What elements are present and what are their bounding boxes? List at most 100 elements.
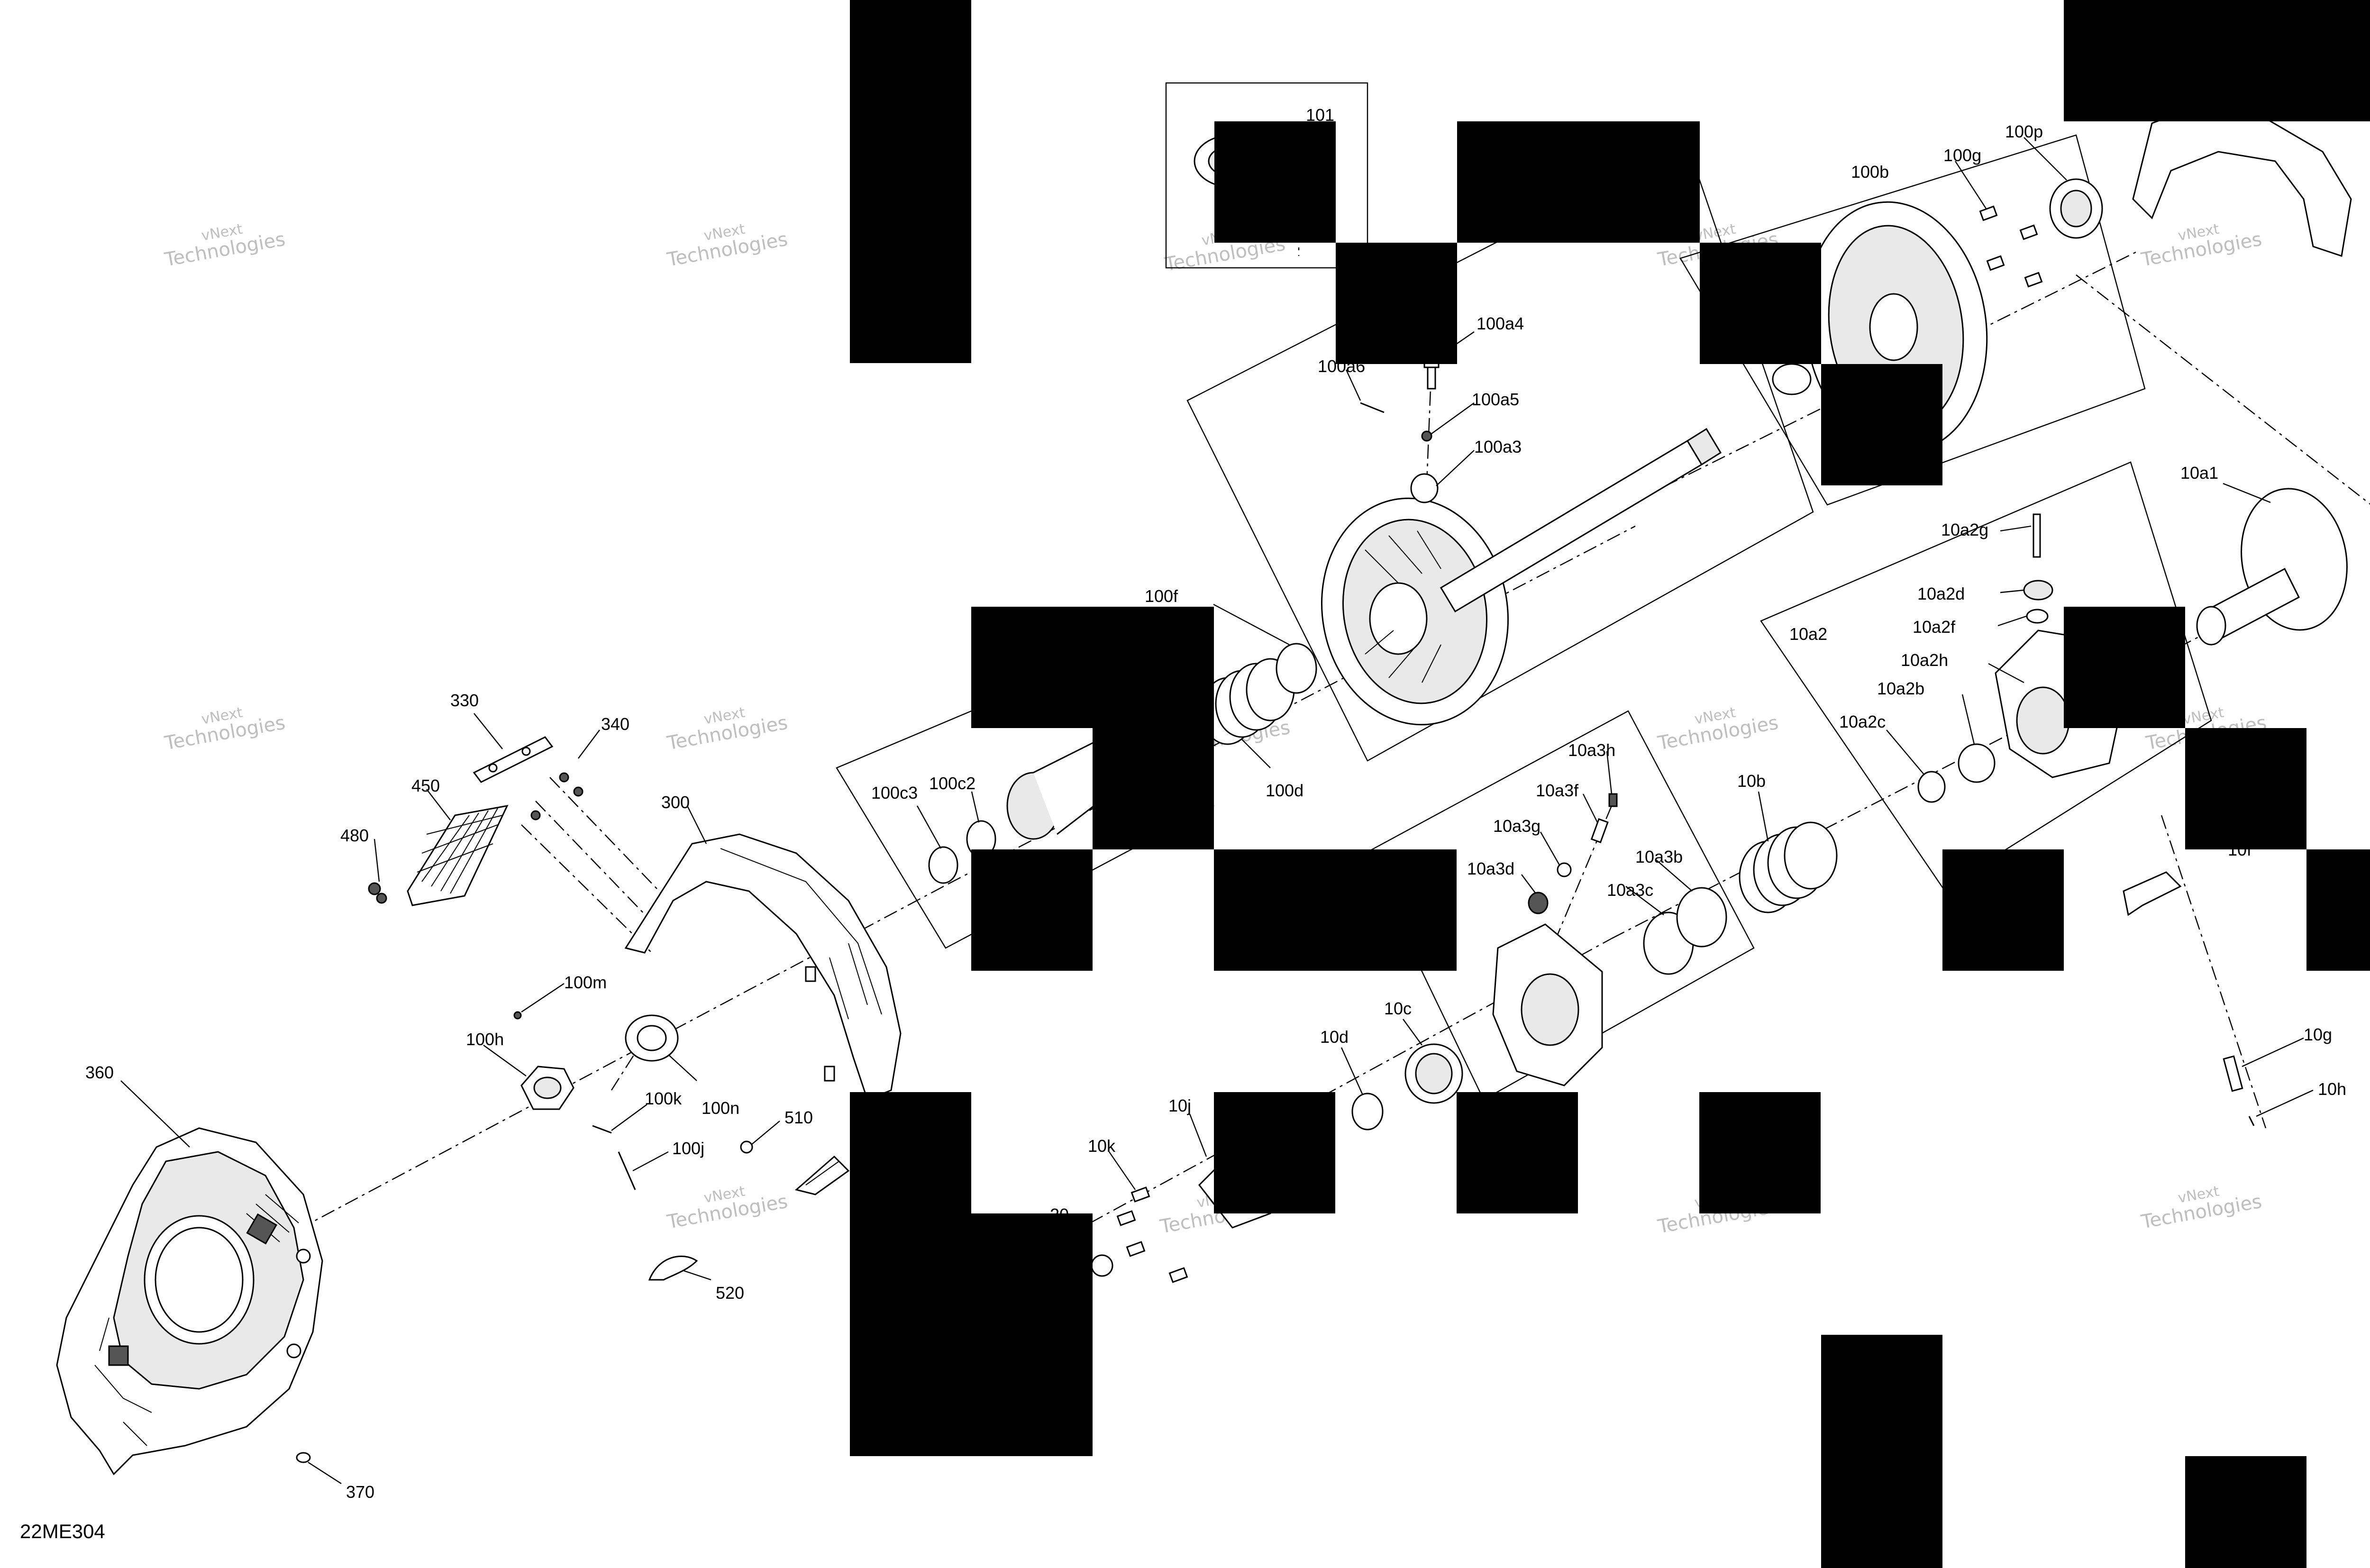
callout-10a2f: 10a2f	[1913, 617, 1956, 637]
redaction-block	[850, 1213, 1093, 1456]
part-10a2d-button	[2023, 580, 2053, 601]
part-520-clip	[648, 1255, 698, 1281]
callout-100n: 100n	[702, 1098, 739, 1118]
callout-480: 480	[340, 826, 369, 845]
part-100j-bolt	[618, 1151, 636, 1190]
part-100f-ring	[1276, 643, 1317, 694]
callout-520: 520	[716, 1283, 744, 1303]
callout-100c3: 100c3	[871, 783, 918, 802]
watermark: vNext Technologies	[1656, 704, 1780, 755]
callout-450: 450	[411, 776, 440, 795]
part-330-bracket	[473, 736, 554, 783]
callout-10d: 10d	[1320, 1027, 1349, 1047]
callout-100a4: 100a4	[1477, 314, 1524, 333]
part-10a1-sheave	[2196, 488, 2348, 646]
part-10a3d-roller	[1528, 892, 1549, 914]
redaction-block	[1821, 364, 1942, 485]
callout-330: 330	[450, 691, 479, 710]
watermark: vNext Technologies	[2139, 221, 2263, 271]
redaction-block	[1214, 121, 1336, 243]
callout-10j: 10j	[1168, 1096, 1191, 1115]
part-10a2b-bushing	[1958, 743, 1996, 783]
callout-10g: 10g	[2304, 1025, 2332, 1044]
redaction-block	[1942, 849, 2064, 971]
watermark: vNext Technologies	[665, 1183, 789, 1233]
redaction-block	[1457, 121, 1700, 243]
callout-360: 360	[85, 1063, 114, 1082]
part-10f-clip	[2123, 871, 2182, 916]
redaction-block	[1700, 243, 1821, 364]
part-10g-pin	[2223, 1055, 2243, 1092]
redaction-block	[1457, 1092, 1578, 1213]
callout-100c2: 100c2	[929, 774, 975, 793]
callout-300: 300	[661, 793, 690, 812]
callout-340: 340	[601, 714, 629, 734]
part-100a-sheave	[1321, 428, 1722, 726]
watermark: vNext Technologies	[163, 704, 287, 755]
redaction-block	[2064, 0, 2370, 121]
callout-100h: 100h	[466, 1030, 504, 1049]
part-10a2c-ring	[1917, 771, 1946, 803]
part-10a3b-seal	[1676, 887, 1727, 948]
part-360-housing	[56, 1127, 323, 1476]
part-480-screws	[368, 882, 387, 904]
redaction-block	[2306, 849, 2370, 971]
redaction-block	[1821, 1335, 1942, 1568]
watermark: vNext Technologies	[665, 221, 789, 271]
callout-10k: 10k	[1088, 1136, 1116, 1156]
callout-100a5: 100a5	[1472, 390, 1519, 409]
part-370-washer	[296, 1452, 311, 1463]
part-510-plate	[740, 1140, 850, 1195]
redaction-block	[2185, 1456, 2306, 1568]
part-10b-spring	[1739, 821, 1838, 913]
watermark: vNext Technologies	[163, 221, 287, 271]
diagram-code: 22ME304	[20, 1520, 105, 1542]
callout-10a2h: 10a2h	[1901, 650, 1948, 670]
redaction-block	[850, 0, 971, 363]
callout-10a3b: 10a3b	[1635, 847, 1683, 866]
part-100h-nut	[520, 1066, 574, 1110]
callout-10a3d: 10a3d	[1467, 859, 1514, 878]
part-20-washer	[1091, 1254, 1113, 1277]
callout-10a2b: 10a2b	[1877, 679, 1924, 698]
callout-100p: 100p	[2005, 122, 2043, 141]
part-100m-pin	[513, 1011, 522, 1020]
watermark: vNext Technologies	[2139, 1183, 2263, 1233]
callout-10a3g: 10a3g	[1493, 816, 1540, 836]
redaction-block	[1093, 728, 1214, 849]
callout-10a1: 10a1	[2180, 463, 2218, 483]
part-100g-screws	[1979, 205, 2043, 288]
callout-510: 510	[784, 1108, 813, 1127]
callout-10a3h: 10a3h	[1568, 740, 1615, 760]
leader-lines	[120, 137, 2314, 1485]
redaction-block	[1214, 849, 1457, 971]
part-10h-pin	[2248, 1116, 2255, 1126]
part-100a3-bushing	[1410, 473, 1439, 503]
redaction-blocks	[850, 0, 2370, 1568]
part-10a3-cam	[1492, 793, 1727, 1086]
part-10a2f-button	[2026, 609, 2049, 624]
callout-10h: 10h	[2318, 1079, 2346, 1099]
part-10d-ring	[1351, 1093, 1384, 1130]
part-100k-pin	[592, 1125, 612, 1134]
part-300-guard	[624, 833, 902, 1101]
callout-10a2c: 10a2c	[1839, 712, 1886, 731]
redaction-block	[2064, 607, 2185, 728]
part-450-grille	[407, 805, 509, 906]
callout-10b: 10b	[1737, 771, 1766, 791]
callout-labels: 101 100a4 100a6 100a5 100a3 100b 100g 10…	[85, 105, 2346, 1502]
callout-100d: 100d	[1266, 781, 1304, 800]
part-10c-bearing	[1404, 1043, 1463, 1104]
callout-10c: 10c	[1384, 999, 1412, 1018]
watermark: vNext Technologies	[665, 704, 789, 755]
redaction-block	[1699, 1092, 1821, 1213]
callout-100k: 100k	[645, 1089, 682, 1108]
part-10k-screws	[1116, 1186, 1188, 1283]
part-100n-washer-inner	[637, 1025, 667, 1051]
frame-10a3	[1364, 710, 1755, 1101]
callout-370: 370	[346, 1482, 374, 1502]
frame-101	[1165, 82, 1368, 269]
redaction-block	[971, 607, 1214, 728]
callout-10a2d: 10a2d	[1917, 584, 1965, 603]
